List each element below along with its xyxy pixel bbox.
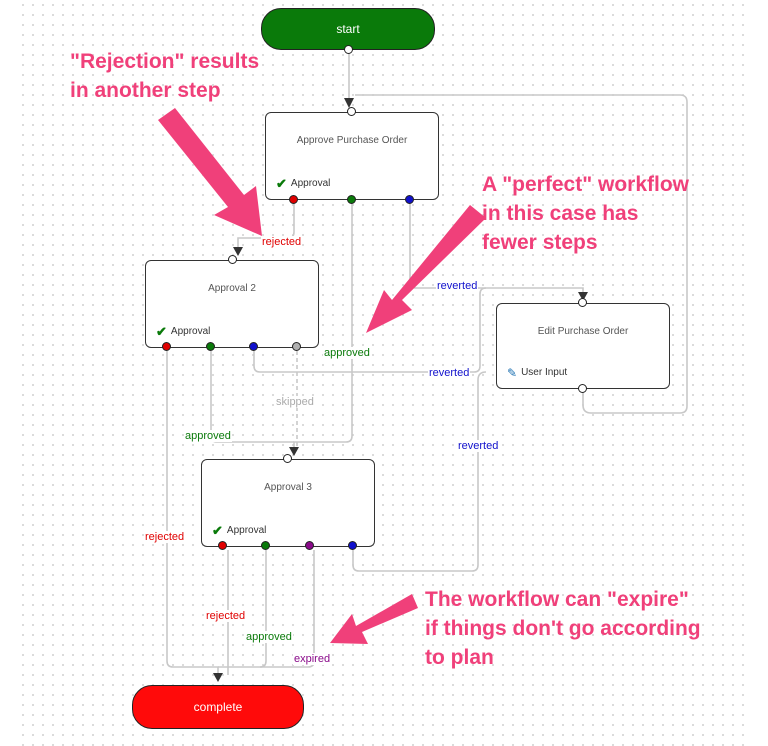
edge-label-approved: approved	[323, 347, 371, 359]
node-type-label: Approval	[170, 326, 211, 337]
approval-2-node[interactable]: Approval 2 ✔ Approval	[145, 260, 319, 348]
annotation-line: to plan	[425, 646, 494, 669]
approval-2-rejected-port[interactable]	[162, 342, 171, 351]
node-type-label: Approval	[290, 178, 331, 189]
approval-3-approved-port[interactable]	[261, 541, 270, 550]
approval-2-input-port[interactable]	[228, 255, 237, 264]
approve-po-approved-port[interactable]	[347, 195, 356, 204]
complete-node[interactable]: complete	[132, 685, 304, 729]
annotation-line: "Rejection" results	[70, 50, 260, 73]
node-type: ✔ Approval	[156, 323, 211, 339]
annotation-expire: The workflow can "expire" if things don'…	[425, 585, 701, 672]
edge-label-reverted: reverted	[457, 440, 500, 452]
checkmark-icon: ✔	[276, 175, 287, 191]
approval-2-skipped-port[interactable]	[292, 342, 301, 351]
edge-label-approved: approved	[245, 631, 293, 643]
start-output-port[interactable]	[344, 45, 353, 54]
node-type: ✔ Approval	[276, 175, 331, 191]
edge-label-approved: approved	[184, 430, 232, 442]
annotation-perfect-workflow: A "perfect" workflow in this case has fe…	[482, 170, 689, 257]
approval-3-reverted-port[interactable]	[348, 541, 357, 550]
annotation-line: in another step	[70, 79, 221, 102]
start-label: start	[336, 22, 360, 36]
approve-purchase-order-node[interactable]: Approve Purchase Order ✔ Approval	[265, 112, 439, 200]
node-title: Approval 3	[264, 482, 312, 493]
edit-purchase-order-node[interactable]: Edit Purchase Order ✎ User Input	[496, 303, 670, 389]
start-node[interactable]: start	[261, 8, 435, 50]
edge-label-skipped: skipped	[275, 396, 315, 408]
checkmark-icon: ✔	[156, 323, 167, 339]
edge-label-reverted: reverted	[428, 367, 471, 379]
annotation-line: A "perfect" workflow	[482, 173, 689, 196]
node-type-label: User Input	[521, 367, 568, 378]
node-type: ✔ Approval	[212, 522, 267, 538]
annotation-line: in this case has	[482, 202, 639, 225]
pencil-icon: ✎	[507, 365, 518, 380]
edit-po-output-port[interactable]	[578, 384, 587, 393]
edit-po-input-port[interactable]	[578, 298, 587, 307]
edge-label-expired: expired	[293, 653, 332, 665]
node-title: Approve Purchase Order	[296, 135, 408, 146]
approval-3-input-port[interactable]	[283, 454, 292, 463]
edge-label-reverted: reverted	[436, 280, 479, 292]
complete-label: complete	[193, 700, 243, 714]
approve-po-rejected-port[interactable]	[289, 195, 298, 204]
annotation-rejection: "Rejection" results in another step	[70, 47, 259, 105]
checkmark-icon: ✔	[212, 522, 223, 538]
annotation-line: The workflow can "expire"	[425, 588, 689, 611]
approval-3-node[interactable]: Approval 3 ✔ Approval	[201, 459, 375, 547]
node-title: Approval 2	[208, 283, 256, 294]
node-type-label: Approval	[226, 525, 267, 536]
annotation-line: fewer steps	[482, 231, 598, 254]
node-title: Edit Purchase Order	[537, 326, 629, 337]
approval-2-reverted-port[interactable]	[249, 342, 258, 351]
approval-3-rejected-port[interactable]	[218, 541, 227, 550]
node-type: ✎ User Input	[507, 365, 568, 380]
edge-label-rejected: rejected	[205, 610, 247, 622]
annotation-line: if things don't go according	[425, 617, 701, 640]
approve-po-reverted-port[interactable]	[405, 195, 414, 204]
edge-label-rejected: rejected	[261, 236, 303, 248]
approval-3-expired-port[interactable]	[305, 541, 314, 550]
approve-po-input-port[interactable]	[347, 107, 356, 116]
approval-2-approved-port[interactable]	[206, 342, 215, 351]
edge-label-rejected: rejected	[144, 531, 186, 543]
